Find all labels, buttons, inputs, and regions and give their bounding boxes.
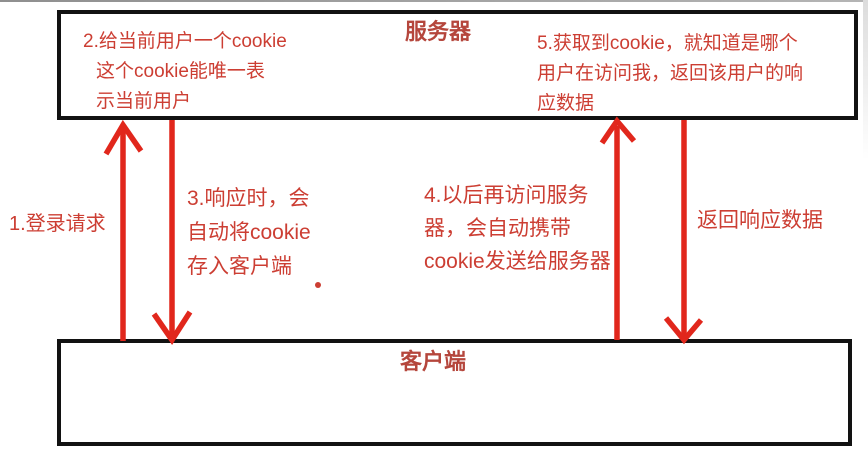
note-issue-cookie: 2.给当前用户一个cookie 这个cookie能唯一表 示当前用户	[83, 27, 287, 117]
note-line: 用户在访问我，返回该用户的响	[537, 63, 804, 84]
note-carry-cookie: 4.以后再访问服务 器，会自动携带 cookie发送给服务器	[424, 179, 611, 278]
ink-dot	[315, 282, 321, 288]
right-edge-shade	[863, 0, 868, 160]
note-line: 2.给当前用户一个cookie	[83, 31, 287, 52]
client-box	[57, 339, 852, 446]
note-line: cookie发送给服务器	[424, 250, 611, 273]
note-line: 自动将cookie	[187, 221, 311, 244]
note-line: 存入客户端	[187, 255, 292, 278]
store-cookie-arrow-down-icon	[151, 120, 193, 345]
note-return-response: 返回响应数据	[697, 209, 823, 232]
note-line: 这个cookie能唯一表	[96, 61, 265, 82]
return-response-arrow-down-icon	[663, 120, 704, 345]
server-box	[57, 10, 858, 120]
top-edge-line	[0, 0, 868, 2]
note-line: 器，会自动携带	[424, 217, 571, 240]
note-login-request: 1.登录请求	[9, 213, 106, 235]
note-line: 3.响应时，会	[187, 187, 310, 210]
note-recognize-cookie: 5.获取到cookie，就知道是哪个 用户在访问我，返回该用户的响 应数据	[537, 29, 803, 119]
login-request-arrow-up-icon	[103, 119, 144, 341]
note-line: 5.获取到cookie，就知道是哪个	[537, 33, 798, 54]
note-store-cookie: 3.响应时，会 自动将cookie 存入客户端	[187, 182, 311, 284]
note-line: 示当前用户	[96, 91, 192, 112]
note-line: 4.以后再访问服务	[424, 184, 589, 207]
server-label: 服务器	[405, 19, 472, 44]
note-line: 应数据	[537, 93, 595, 114]
client-label: 客户端	[400, 349, 467, 374]
